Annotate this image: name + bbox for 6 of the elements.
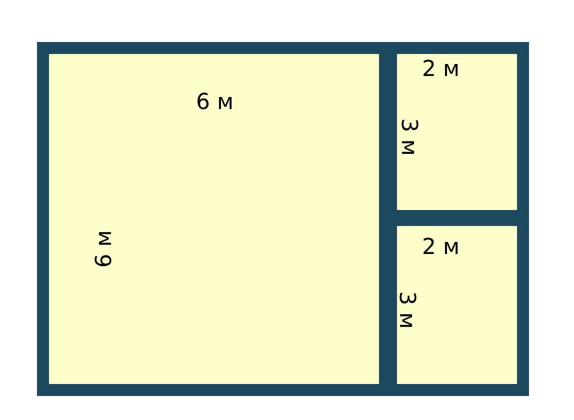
dimension-label: 2 м — [422, 59, 460, 81]
dimension-label: 6 м — [94, 230, 116, 268]
dimension-label: 2 м — [422, 237, 460, 259]
dimension-label: 6 м — [196, 92, 234, 114]
dimension-label: 3 м — [396, 118, 419, 156]
dimension-label: 3 м — [394, 291, 417, 329]
